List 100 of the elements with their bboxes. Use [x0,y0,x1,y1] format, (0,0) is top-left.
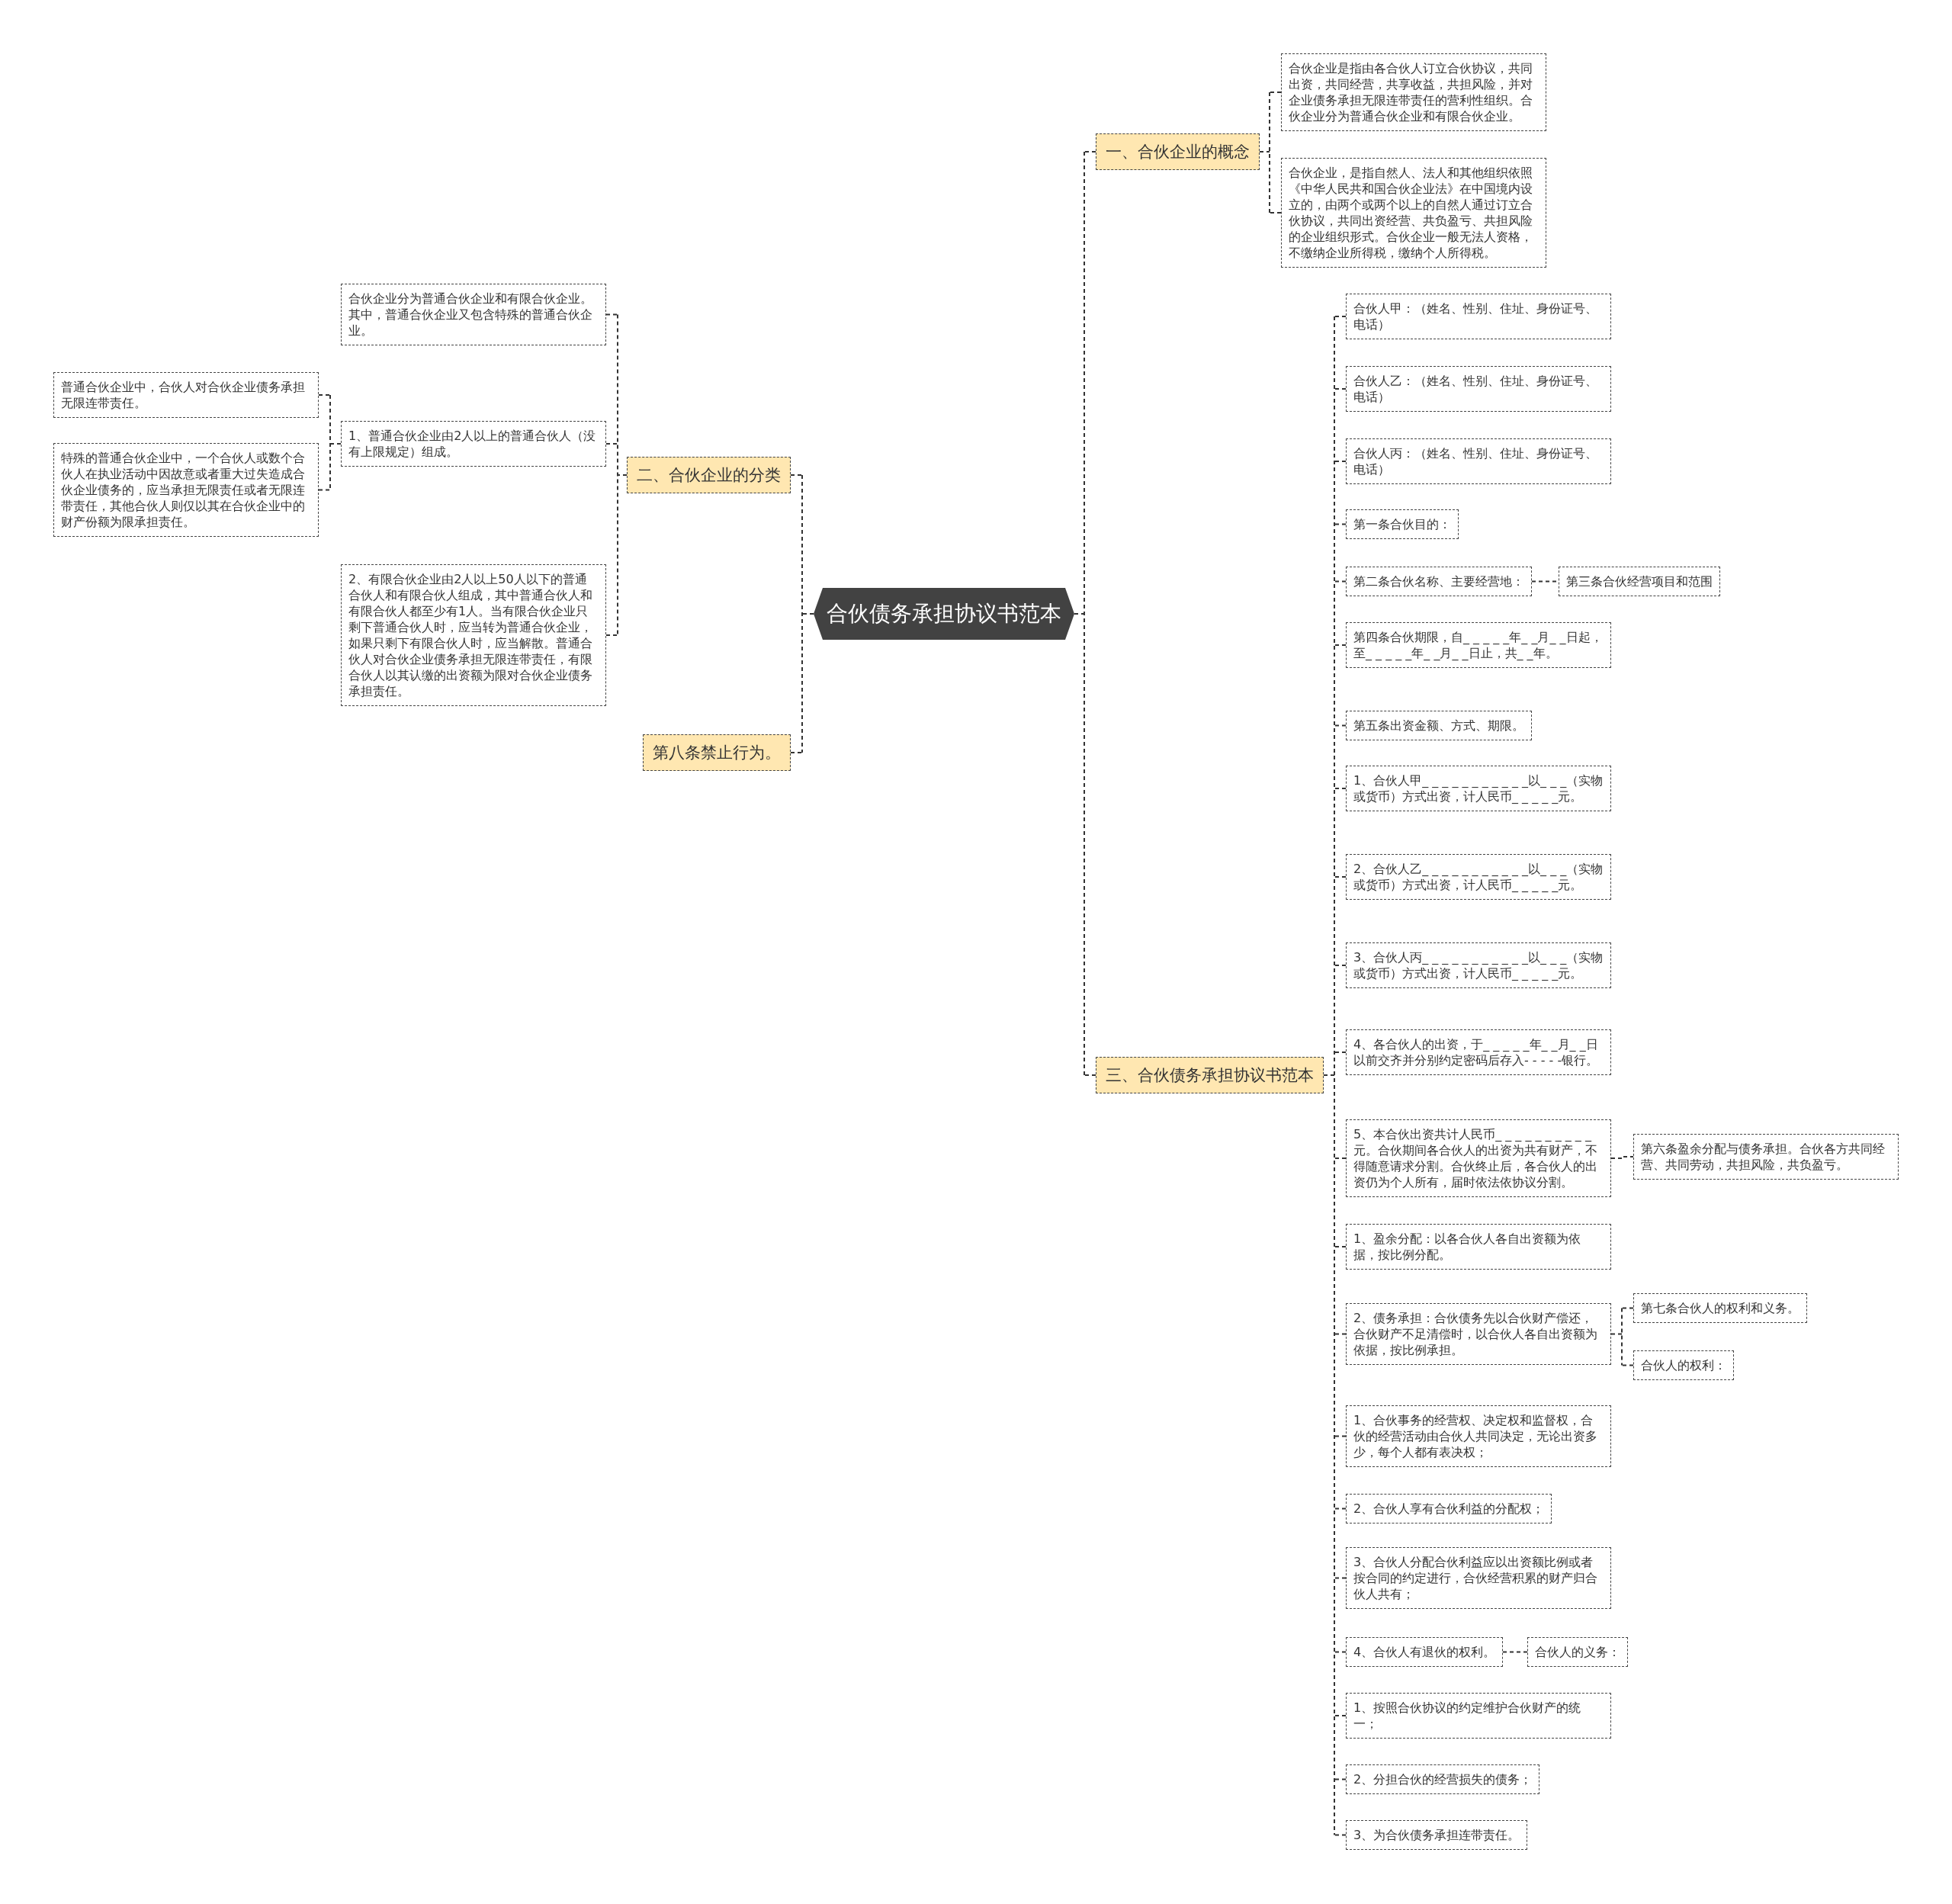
connector-line [1084,1074,1096,1076]
connector-line [1334,1507,1347,1510]
topic-text: 5、本合伙出资共计人民币_ _ _ _ _ _ _ _ _ _元。合伙期间各合伙人的出资为共有财产，不得随意请求分割。合伙终止后，各合伙人的出资仍为个人所有，届时依法依协议分割。 [1353,1126,1598,1190]
topic-text: 二、合伙企业的分类 [637,465,781,485]
topic-text: 合伙人的义务： [1535,1644,1620,1660]
connector-line [1334,316,1347,317]
connector-line [1259,92,1270,214]
topic-text: 第七条合伙人的权利和义务。 [1641,1300,1800,1316]
subtopic-note [1346,1547,1611,1609]
main-topic [1096,133,1260,170]
connector-line [1334,788,1347,789]
central-topic [814,588,1074,640]
subtopic-note [1346,942,1611,988]
subtopic-note [1346,567,1532,596]
main-topic [643,734,791,771]
connector-line [1334,965,1347,966]
connector-line [1270,212,1282,214]
topic-text: 合伙企业分为普通合伙企业和有限合伙企业。其中，普通合伙企业又包含特殊的普通合伙企业。 [348,291,593,339]
subtopic-note [1346,1693,1611,1739]
topic-text: 2、债务承担：合伙债务先以合伙财产偿还，合伙财产不足清偿时，以合伙人各自出资额为依据，按比例承担。 [1353,1310,1598,1358]
subtopic-note [1346,1494,1552,1524]
connector-line [1334,580,1347,583]
connector-line [1334,1246,1347,1247]
main-topic [627,457,791,493]
topic-text: 特殊的普通合伙企业中，一个合伙人或数个合伙人在执业活动中因故意或者重大过失造成合伙企业债务的，应当承担无限责任或者无限连带责任，其他合伙人则仅以其在合伙企业中的财产份额为限承担责任。 [61,450,306,530]
subtopic-note [1346,366,1611,412]
connector-line [1334,876,1347,878]
connector-line [1334,1435,1347,1437]
subtopic-note [1281,53,1546,131]
topic-text: 合伙债务承担协议书范本 [827,600,1061,628]
subtopic-note [53,443,319,537]
subtopic-note [1346,509,1459,539]
subtopic-note [1346,1764,1540,1794]
topic-text: 一、合伙企业的概念 [1106,142,1250,162]
connector-line [1334,461,1347,462]
subtopic-note [1346,1029,1611,1075]
topic-text: 3、为合伙债务承担连带责任。 [1353,1827,1520,1843]
topic-text: 2、有限合伙企业由2人以上50人以下的普通合伙人和有限合伙人组成，其中普通合伙人和有限合伙人都至少有1人。当有限合伙企业只剩下普通合伙人时，应当转为普通合伙企业，如果只剩下有限合伙人时，应当解散。普通合伙人对合伙企业债务承担无限连带责任，有限合伙人以其认缴的出资额为限对合伙企业债务承担责任。 [348,571,593,699]
connector-line [1270,92,1282,93]
topic-text: 1、按照合伙协议的约定维护合伙财产的统一； [1353,1700,1582,1732]
subtopic-note [53,372,319,418]
topic-text: 3、合伙人丙_ _ _ _ _ _ _ _ _ _ _以_ _ _（实物或货币）方式出资，计人民币_ _ _ _ _元。 [1353,949,1604,981]
topic-text: 2、合伙人乙_ _ _ _ _ _ _ _ _ _ _以_ _ _（实物或货币）方式出资，计人民币_ _ _ _ _元。 [1353,861,1604,893]
topic-text: 2、分担合伙的经营损失的债务； [1353,1771,1533,1787]
topic-text: 三、合伙债务承担协议书范本 [1106,1065,1314,1085]
topic-text: 第八条禁止行为。 [653,743,781,763]
connector-line [1610,1307,1623,1366]
connector-line [790,474,802,476]
topic-text: 4、各合伙人的出资，于_ _ _ _ _年_ _月_ _日以前交齐并分别约定密码后存入- - - - -银行。 [1353,1036,1600,1068]
connector-line [1334,1778,1347,1780]
topic-text: 合伙人甲：（姓名、性别、住址、身份证号、电话） [1353,300,1598,332]
topic-text: 普通合伙企业中，合伙人对合伙企业债务承担无限连带责任。 [61,379,306,411]
topic-text: 1、合伙人甲_ _ _ _ _ _ _ _ _ _ _以_ _ _（实物或货币）方式出资，计人民币_ _ _ _ _元。 [1353,772,1604,804]
topic-text: 4、合伙人有退伙的权利。 [1353,1644,1496,1660]
connector-line [1610,1156,1634,1159]
subtopic-note [1346,1637,1504,1667]
topic-text: 第二条合伙名称、主要经营地： [1353,573,1524,589]
connector-line [617,313,628,636]
subtopic-note [341,284,606,345]
subtopic-note [341,421,606,467]
topic-text: 合伙人乙：（姓名、性别、住址、身份证号、电话） [1353,373,1598,405]
connector-line [1334,388,1347,390]
subtopic-note [1633,1293,1807,1323]
connector-line [1334,523,1347,525]
connector-line [318,489,330,491]
connector-line [318,394,330,396]
topic-text: 1、盈余分配：以各合伙人各自出资额为依据，按比例分配。 [1353,1231,1582,1263]
connector-line [605,634,618,636]
connector-line [1334,1834,1347,1836]
connector-line [1334,1577,1347,1579]
topic-text: 第五条出资金额、方式、期限。 [1353,718,1524,734]
connector-line [790,752,802,753]
topic-text: 1、普通合伙企业由2人以上的普通合伙人（没有上限规定）组成。 [348,428,597,460]
subtopic-note [1346,622,1611,668]
subtopic-note [1633,1350,1734,1380]
subtopic-note [1346,1119,1611,1197]
connector-line [605,313,618,316]
connector-line [1084,151,1096,153]
subtopic-note [1346,1820,1528,1850]
subtopic-note [1281,158,1546,268]
topic-text: 合伙人丙：（姓名、性别、住址、身份证号、电话） [1353,445,1598,477]
main-topic [1096,1057,1324,1093]
topic-text: 3、合伙人分配合伙利益应以出资额比例或者按合同的约定进行，合伙经营积累的财产归合伙人共有； [1353,1554,1598,1602]
subtopic-note [1633,1134,1899,1180]
topic-text: 2、合伙人享有合伙利益的分配权； [1353,1501,1545,1517]
topic-text: 1、合伙事务的经营权、决定权和监督权，合伙的经营活动由合伙人共同决定，无论出资多少，每个人都有表决权； [1353,1412,1598,1460]
connector-line [1502,1651,1528,1653]
topic-text: 第三条合伙经营项目和范围 [1566,573,1713,589]
subtopic-note [1346,438,1611,484]
topic-text: 合伙人的权利： [1641,1357,1726,1373]
connector-line [1334,1052,1347,1053]
subtopic-note [341,564,606,706]
connector-line [1323,316,1335,1836]
topic-text: 第一条合伙目的： [1353,516,1451,532]
connector-line [1334,724,1347,727]
topic-text: 第六条盈余分配与债务承担。合伙各方共同经营、共同劳动，共担风险，共负盈亏。 [1641,1141,1886,1173]
connector-line [1622,1364,1634,1366]
connector-line [605,443,618,445]
connector-line [1074,151,1085,1076]
subtopic-note [1346,1405,1611,1467]
